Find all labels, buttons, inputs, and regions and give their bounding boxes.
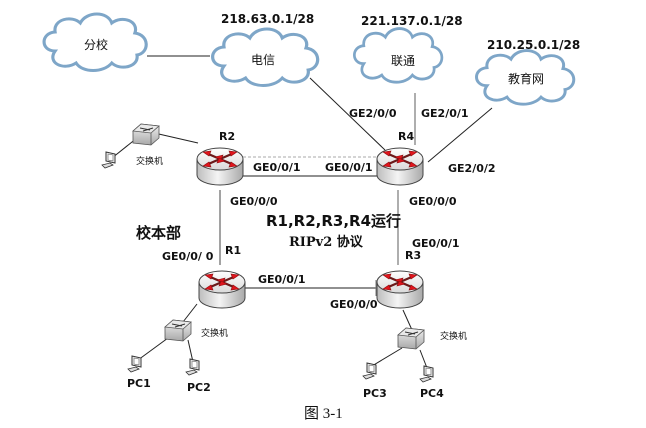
cloud-edu-label: 教育网 [508,72,545,86]
pc3-label: PC3 [363,387,387,400]
if-r4-ge202: GE2/0/2 [448,162,496,175]
switch-r3-label: 交换机 [440,332,468,342]
edu-ip-label: 210.25.0.1/28 [487,38,581,52]
cloud-unicom-label: 联通 [391,54,416,68]
link-sw3-pc3 [371,347,403,367]
router-r1-name: R1 [225,244,242,257]
switch-r3-icon[interactable] [397,327,425,350]
router-r3-icon[interactable] [375,269,425,310]
protocol-note-line2: RIPv2 协议 [289,235,363,250]
pc4-icon[interactable] [419,365,434,383]
cloud-branch-label: 分校 [84,38,109,52]
if-r4-ge001: GE0/0/1 [325,161,373,174]
link-sw3-pc4 [419,349,428,369]
if-r1-ge000: GE0/0/ 0 [162,250,214,263]
if-r3-ge000: GE0/0/0 [330,298,378,311]
pc1-icon[interactable] [127,355,142,373]
router-r1-icon[interactable] [197,269,247,310]
router-r2-icon[interactable] [195,146,245,187]
pc2-icon[interactable] [185,358,200,376]
pc1-label: PC1 [127,377,151,390]
unicom-ip-label: 221.137.0.1/28 [361,14,463,28]
if-r4-ge201: GE2/0/1 [421,107,469,120]
link-sw1-pc1 [137,337,169,361]
cloud-telecom-label: 电信 [251,53,276,67]
protocol-note-line1: R1,R2,R3,R4运行 [266,212,402,230]
link-r3-sw3 [402,309,413,331]
switch-r1-icon[interactable] [164,319,192,342]
router-r4-name: R4 [398,130,415,143]
switch-r2-icon[interactable] [132,123,160,146]
router-r2-name: R2 [219,130,236,143]
pc2-label: PC2 [187,381,211,394]
link-sw1-pc2 [187,339,194,363]
switch-r2-label: 交换机 [136,157,164,167]
pc3-icon[interactable] [362,362,377,380]
link-telecom-r4 [309,77,386,151]
if-r4-ge000: GE0/0/0 [409,195,457,208]
link-r1-sw1 [182,303,198,323]
router-r4-icon[interactable] [375,146,425,187]
figure-caption: 图 3-1 [304,406,343,422]
if-r1-ge001: GE0/0/1 [258,273,306,286]
router-r3-name: R3 [405,249,422,262]
pc-r2-icon[interactable] [101,151,116,169]
campus-label: 校本部 [136,224,182,242]
pc4-label: PC4 [420,387,444,400]
telecom-ip-label: 218.63.0.1/28 [221,12,315,26]
link-edu-r4 [427,107,493,163]
if-r2-ge001: GE0/0/1 [253,161,301,174]
if-r4-ge200: GE2/0/0 [349,107,397,120]
if-r2-ge000: GE0/0/0 [230,195,278,208]
if-r3-ge001: GE0/0/1 [412,237,460,250]
switch-r1-label: 交换机 [201,329,229,339]
